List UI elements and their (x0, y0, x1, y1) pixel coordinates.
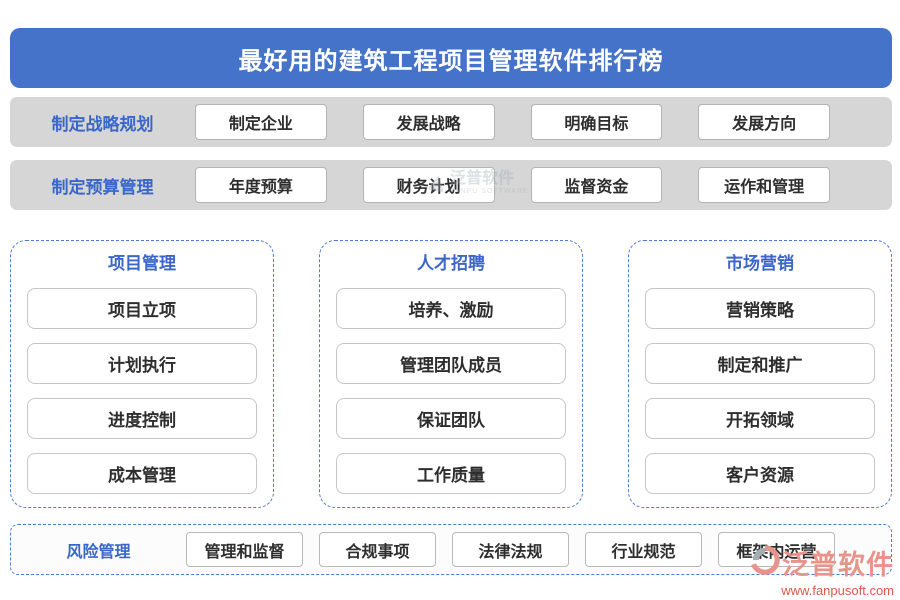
strategy-item-button[interactable]: 发展方向 (698, 104, 830, 140)
brand-name: 泛普软件 (782, 550, 894, 580)
row-risk-label: 风险管理 (66, 543, 131, 561)
card-title: 人才招聘 (417, 254, 485, 273)
talent-item-button[interactable]: 保证团队 (336, 398, 566, 439)
risk-item-button[interactable]: 合规事项 (319, 532, 436, 567)
card-title: 市场营销 (726, 254, 794, 273)
fanpu-logo-icon (750, 545, 780, 580)
project-item-button[interactable]: 项目立项 (27, 288, 257, 329)
strategy-item-button[interactable]: 发展战略 (362, 104, 495, 140)
row-strategy-label: 制定战略规划 (51, 114, 154, 134)
row-risk-management: 风险管理 管理和监督 合规事项 法律法规 行业规范 框架内运营 (10, 524, 892, 575)
row-budget-management: 制定预算管理 年度预算 财务计划 监督资金 运作和管理 (10, 160, 892, 210)
risk-item-button[interactable]: 法律法规 (452, 532, 569, 567)
brand-url: www.fanpusoft.com (781, 583, 894, 598)
risk-item-button[interactable]: 行业规范 (585, 532, 702, 567)
budget-item-button[interactable]: 监督资金 (530, 167, 663, 203)
budget-item-button[interactable]: 财务计划 (362, 167, 495, 203)
strategy-item-button[interactable]: 制定企业 (195, 104, 327, 140)
strategy-item-button[interactable]: 明确目标 (530, 104, 663, 140)
page-title: 最好用的建筑工程项目管理软件排行榜 (238, 47, 664, 75)
row-budget-label: 制定预算管理 (51, 177, 154, 197)
title-banner: 最好用的建筑工程项目管理软件排行榜 (10, 28, 892, 88)
project-item-button[interactable]: 成本管理 (27, 453, 257, 494)
marketing-item-button[interactable]: 开拓领域 (645, 398, 875, 439)
risk-item-button[interactable]: 管理和监督 (186, 532, 303, 567)
category-cards: 项目管理 项目立项 计划执行 进度控制 成本管理 人才招聘 培养、激励 管理团队… (10, 240, 892, 508)
card-talent-recruitment: 人才招聘 培养、激励 管理团队成员 保证团队 工作质量 (319, 240, 583, 508)
card-title: 项目管理 (108, 254, 176, 273)
marketing-item-button[interactable]: 制定和推广 (645, 343, 875, 384)
row-strategy-buttons: 制定企业 发展战略 明确目标 发展方向 (195, 104, 830, 140)
card-marketing: 市场营销 营销策略 制定和推广 开拓领域 客户资源 (628, 240, 892, 508)
fanpu-brand-watermark: 泛普软件 www.fanpusoft.com (750, 543, 894, 598)
talent-item-button[interactable]: 工作质量 (336, 453, 566, 494)
project-item-button[interactable]: 计划执行 (27, 343, 257, 384)
row-budget-buttons: 年度预算 财务计划 监督资金 运作和管理 (195, 167, 830, 203)
marketing-item-button[interactable]: 客户资源 (645, 453, 875, 494)
talent-item-button[interactable]: 管理团队成员 (336, 343, 566, 384)
budget-item-button[interactable]: 运作和管理 (698, 167, 830, 203)
card-project-management: 项目管理 项目立项 计划执行 进度控制 成本管理 (10, 240, 274, 508)
talent-item-button[interactable]: 培养、激励 (336, 288, 566, 329)
row-risk-buttons: 管理和监督 合规事项 法律法规 行业规范 框架内运营 (186, 532, 835, 567)
budget-item-button[interactable]: 年度预算 (195, 167, 327, 203)
marketing-item-button[interactable]: 营销策略 (645, 288, 875, 329)
project-item-button[interactable]: 进度控制 (27, 398, 257, 439)
row-strategy-planning: 制定战略规划 制定企业 发展战略 明确目标 发展方向 (10, 97, 892, 147)
